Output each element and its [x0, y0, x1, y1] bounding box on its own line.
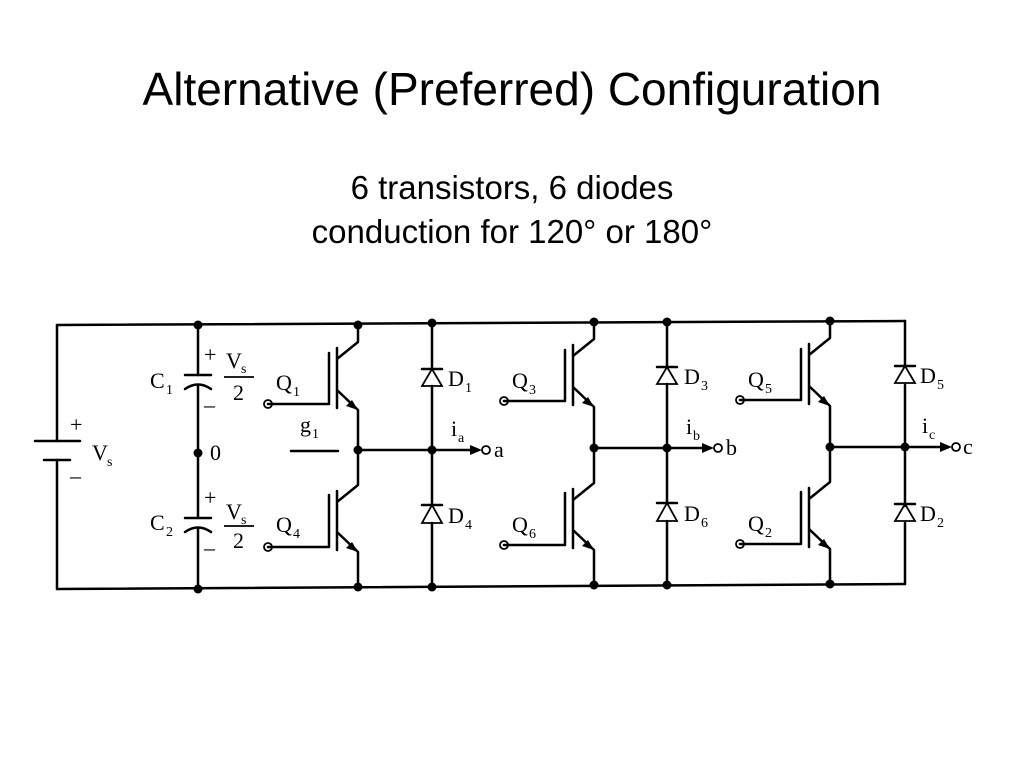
svg-text:i: i [451, 416, 457, 441]
svg-text:Q: Q [748, 367, 764, 392]
svg-text:D: D [448, 503, 464, 528]
svg-text:1: 1 [293, 385, 300, 400]
midpoint-label: 0 [210, 440, 221, 465]
diode-d4: D 4 [420, 503, 472, 533]
svg-text:6: 6 [529, 527, 536, 542]
svg-text:s: s [241, 362, 246, 377]
svg-text:a: a [458, 431, 465, 446]
svg-text:C: C [150, 510, 165, 535]
transistor-q4: Q 4 [263, 448, 360, 589]
capacitor-c2: C 2 + – V s 2 [150, 485, 254, 560]
svg-text:5: 5 [765, 382, 772, 397]
transistor-q1: Q 1 [263, 323, 360, 452]
transistor-q3: Q 3 [499, 320, 596, 450]
svg-text:i: i [686, 414, 692, 439]
svg-text:c: c [929, 428, 935, 443]
svg-text:s: s [241, 513, 246, 528]
transistor-q6: Q 6 [499, 446, 596, 587]
leg-c: Q 5 Q 2 D 5 D 2 [735, 316, 973, 589]
svg-text:1: 1 [465, 381, 472, 396]
transistor-q5: Q 5 [735, 319, 832, 449]
svg-text:+: + [204, 485, 216, 510]
svg-text:4: 4 [293, 527, 300, 542]
slide-subtitle: 6 transistors, 6 diodes conduction for 1… [0, 166, 1024, 254]
svg-text:–: – [203, 535, 216, 560]
leg-b: Q 3 Q 6 D 3 D 6 [499, 317, 737, 590]
svg-text:D: D [920, 363, 936, 388]
dc-source: + – V s [33, 412, 112, 488]
svg-text:Q: Q [512, 512, 528, 537]
source-plus-sign: + [70, 412, 82, 437]
svg-text:4: 4 [465, 518, 472, 533]
subtitle-line-1: 6 transistors, 6 diodes [350, 169, 674, 206]
svg-text:Q: Q [276, 370, 292, 395]
diode-d3: D 3 [655, 364, 708, 394]
source-label: V [92, 440, 108, 465]
top-dc-rail [55, 319, 907, 327]
capacitor-c1: C 1 + – V s 2 [150, 342, 254, 417]
svg-text:2: 2 [937, 516, 944, 531]
leg-a: Q 1 Q 4 D 1 D 4 [263, 318, 504, 592]
subtitle-line-2: conduction for 120° or 180° [311, 213, 713, 250]
svg-text:Q: Q [276, 512, 292, 537]
source-minus-sign: – [69, 463, 82, 488]
source-label-sub: s [107, 455, 112, 470]
svg-text:D: D [448, 366, 464, 391]
transistor-q2: Q 2 [735, 445, 832, 586]
svg-text:V: V [226, 499, 242, 524]
svg-text:b: b [693, 429, 700, 444]
svg-text:5: 5 [937, 378, 944, 393]
svg-text:D: D [684, 364, 700, 389]
svg-text:D: D [920, 501, 936, 526]
svg-text:V: V [226, 348, 242, 373]
svg-text:3: 3 [529, 383, 536, 398]
terminal-c: c [963, 434, 973, 459]
gate-label-sub: 1 [312, 427, 319, 442]
svg-text:1: 1 [166, 383, 173, 398]
bottom-dc-rail [55, 582, 907, 591]
svg-text:6: 6 [701, 516, 708, 531]
svg-text:2: 2 [765, 526, 772, 541]
svg-text:Q: Q [512, 368, 528, 393]
diode-d2: D 2 [893, 501, 944, 531]
svg-text:–: – [203, 392, 216, 417]
svg-text:C: C [150, 368, 165, 393]
diode-d5: D 5 [893, 363, 944, 393]
svg-text:2: 2 [233, 380, 244, 405]
svg-text:Q: Q [748, 511, 764, 536]
diode-d6: D 6 [655, 501, 708, 531]
midpoint-node [193, 448, 203, 458]
svg-text:i: i [922, 413, 928, 438]
svg-text:+: + [204, 342, 216, 367]
svg-text:D: D [684, 501, 700, 526]
terminal-b: b [726, 435, 737, 460]
diode-d1: D 1 [420, 366, 472, 396]
svg-text:2: 2 [166, 525, 173, 540]
slide-title: Alternative (Preferred) Configuration [142, 63, 882, 115]
svg-text:2: 2 [233, 528, 244, 553]
terminal-a: a [494, 437, 504, 462]
gate-label: g [300, 412, 311, 437]
svg-text:3: 3 [701, 379, 708, 394]
